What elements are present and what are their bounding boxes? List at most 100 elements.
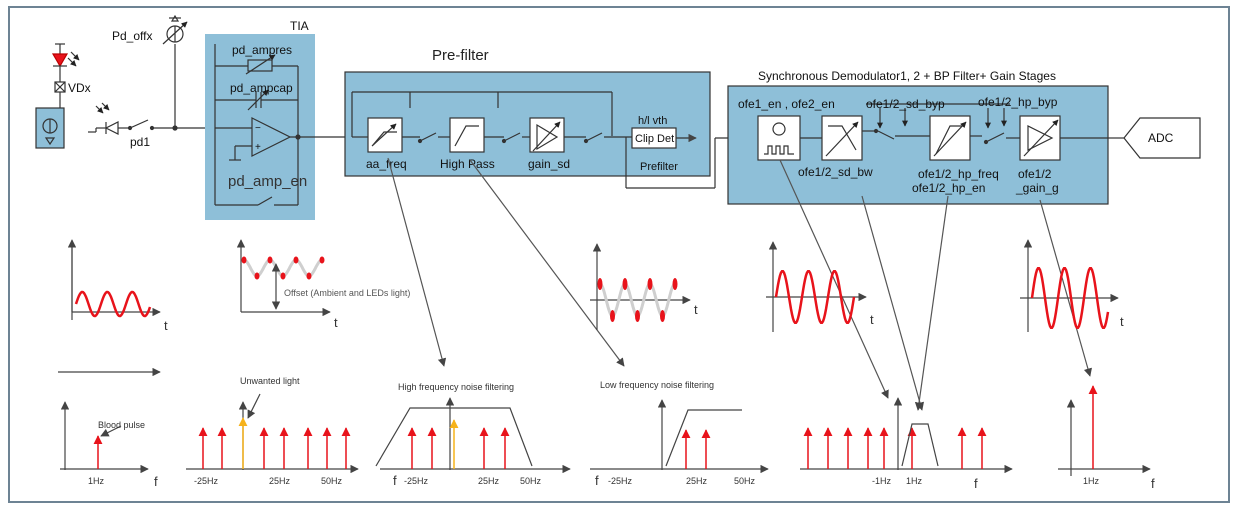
spectrum-6-axis-f: f <box>1151 476 1155 491</box>
waveform-2-axis-t: t <box>334 315 338 330</box>
signal-dot <box>635 310 640 322</box>
spectrum-3-tick-neg25: -25Hz <box>404 476 429 486</box>
high-pass-switch <box>503 132 521 142</box>
spectrum-4 <box>590 399 769 474</box>
waveform-2 <box>236 239 331 317</box>
signal-dot <box>660 310 665 322</box>
high-pass-filter <box>449 117 485 153</box>
signal-dot <box>254 272 260 280</box>
signal-dot <box>241 256 247 264</box>
photodiode-icon <box>88 102 119 135</box>
aa-freq-label: aa_freq <box>366 157 407 171</box>
hf-filter-shape <box>375 407 533 467</box>
adc-block <box>1123 117 1201 159</box>
spectrum-6 <box>1058 385 1151 476</box>
blood-pulse-label: Blood pulse <box>98 420 145 430</box>
pd-amp-en-switch <box>257 196 273 206</box>
tia-title: TIA <box>290 19 309 33</box>
waveform-5-axis-t: t <box>1120 314 1124 329</box>
spectrum-6-tick-1hz: 1Hz <box>1083 476 1100 486</box>
spectrum-3-tick-50: 50Hz <box>520 476 542 486</box>
signal-dot <box>280 272 286 280</box>
hp-byp-label: ofe1/2_hp_byp <box>978 95 1058 109</box>
pd-ampcap-arrow <box>247 89 269 111</box>
spectrum-2-tick-neg25: -25Hz <box>194 476 219 486</box>
gain-sd-label: gain_sd <box>528 157 570 171</box>
led-icon <box>51 43 80 82</box>
ofe-en-label: ofe1_en , ofe2_en <box>738 97 835 111</box>
hf-filtering-label: High frequency noise filtering <box>398 382 514 392</box>
pd1-switch <box>129 119 149 129</box>
waveform-1 <box>67 239 161 320</box>
hl-vth-label: h/l vth <box>638 115 667 127</box>
pd-ampcap-label: pd_ampcap <box>230 81 293 95</box>
pd1-label: pd1 <box>130 135 150 149</box>
unwanted-light-label: Unwanted light <box>240 376 300 386</box>
gain-sd-switch <box>585 132 603 142</box>
spectrum-3-axis-f: f <box>393 473 397 488</box>
spectrum-3 <box>375 397 571 474</box>
sd-byp-label: ofe1/2_sd_byp <box>866 97 945 111</box>
clip-det-label: Clip Det <box>635 133 674 145</box>
spectrum-5 <box>800 397 1013 474</box>
signal-dot <box>610 310 615 322</box>
hp-freq-label: ofe1/2_hp_freq <box>918 167 999 181</box>
spectrum-2-tick-50: 50Hz <box>321 476 343 486</box>
signal-dot <box>622 278 628 290</box>
lf-filter-shape <box>665 409 742 467</box>
gain-g-label-2: _gain_g <box>1015 181 1059 195</box>
spectrum-5-tick-neg1: -1Hz <box>872 476 892 486</box>
signal-dot <box>267 256 273 264</box>
waveform-1-axis-t: t <box>164 318 168 333</box>
aa-freq-filter <box>367 117 403 153</box>
hp-en-label: ofe1/2_hp_en <box>912 181 985 195</box>
spectrum-5-axis-f: f <box>974 476 978 491</box>
signal-dot <box>293 256 299 264</box>
waveform-4 <box>766 241 867 332</box>
waveform-3 <box>590 243 691 330</box>
signal-dot <box>597 278 603 290</box>
spectrum-4-tick-25: 25Hz <box>686 476 708 486</box>
spectrum-4-tick-neg25: -25Hz <box>608 476 633 486</box>
signal-dot <box>306 272 312 280</box>
prefilter-label: Prefilter <box>640 161 678 173</box>
lf-filtering-label: Low frequency noise filtering <box>600 380 714 390</box>
sd-bw-label: ofe1/2_sd_bw <box>798 165 873 179</box>
bp-filter-shape <box>901 423 939 467</box>
pd-offx-label: Pd_offx <box>112 29 152 43</box>
sd-byp-switch <box>877 130 895 140</box>
spectrum-1-axis-f: f <box>154 474 158 489</box>
prefilter-title: Pre-filter <box>432 47 489 64</box>
hp-byp-switch <box>985 132 1005 143</box>
pointer-lines <box>387 157 1092 411</box>
waveform-4-axis-t: t <box>870 312 874 327</box>
aa-freq-switch <box>419 132 437 142</box>
pd-ampres-label: pd_ampres <box>232 43 292 57</box>
signal-dot <box>319 256 325 264</box>
vdx-label: VDx <box>68 81 91 95</box>
high-pass-label: High Pass <box>440 157 495 171</box>
offset-note: Offset (Ambient and LEDs light) <box>284 288 410 298</box>
input-section <box>35 14 215 149</box>
signal-dot <box>672 278 678 290</box>
spectrum-4-axis-f: f <box>595 473 599 488</box>
gain-g-label-1: ofe1/2 <box>1018 167 1052 181</box>
demod-title: Synchronous Demodulator1, 2 + BP Filter+… <box>758 69 1056 83</box>
pd-amp-en-label: pd_amp_en <box>228 173 307 190</box>
spectrum-3-tick-25: 25Hz <box>478 476 500 486</box>
spectrum-2 <box>186 393 359 474</box>
waveform-5 <box>1020 239 1119 332</box>
opamp-icon <box>251 117 292 157</box>
signal-dot <box>647 278 653 290</box>
waveform-3-axis-t: t <box>694 302 698 317</box>
spectrum-5-tick-1: 1Hz <box>906 476 923 486</box>
spectrum-2-tick-25: 25Hz <box>269 476 291 486</box>
svg-text:−: − <box>255 123 261 134</box>
svg-text:+: + <box>255 142 261 153</box>
spectrum-4-tick-50: 50Hz <box>734 476 756 486</box>
adc-label: ADC <box>1148 131 1174 145</box>
spectrum-1-tick-1hz: 1Hz <box>88 476 105 486</box>
tia-block: − + <box>205 34 345 220</box>
spectrum-1 <box>60 401 149 474</box>
